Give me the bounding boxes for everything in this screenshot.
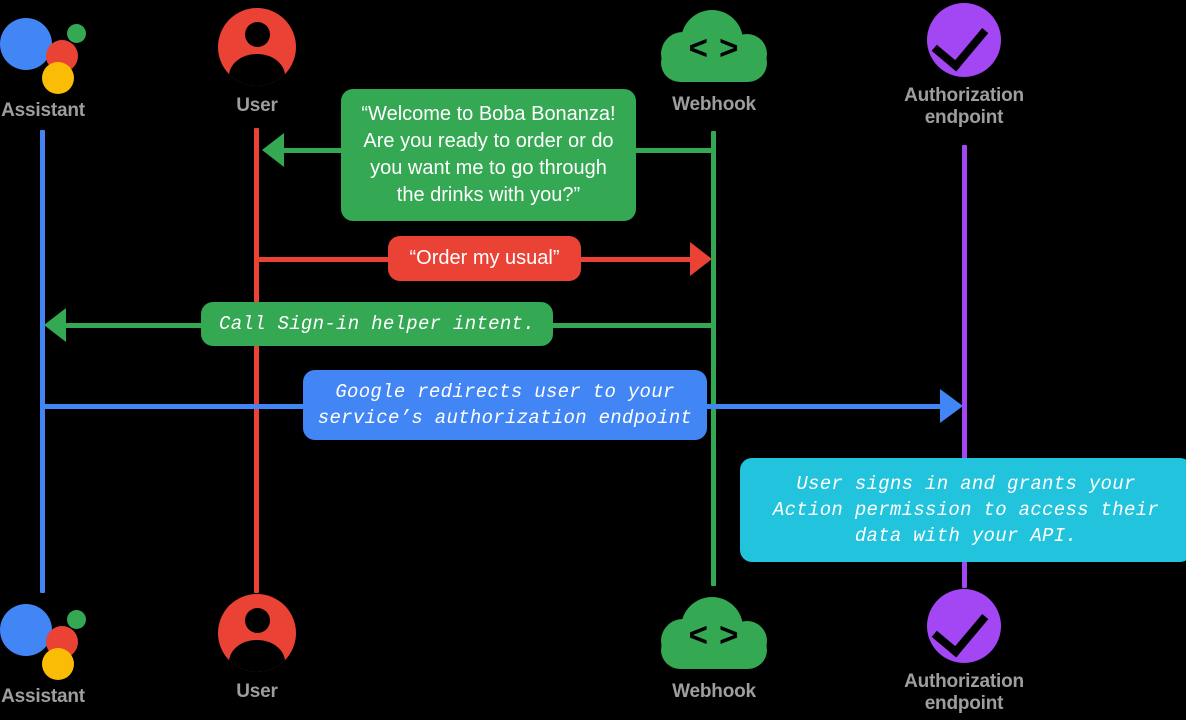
message-bubble-order: “Order my usual” [388, 236, 581, 281]
actor-webhook-top: < > Webhook [614, 10, 814, 116]
arrow-head-signin [44, 308, 66, 342]
user-head-shape [244, 22, 270, 47]
message-bubble-redirect: Google redirects user to your service’s … [303, 370, 707, 440]
note-text-user-signs-in: User signs in and grants your Action per… [772, 473, 1160, 547]
arrow-head-order [690, 242, 712, 276]
actor-user-bottom: User [157, 594, 357, 703]
assistant-dot-green [67, 610, 86, 629]
message-text-signin: Call Sign-in helper intent. [219, 313, 535, 335]
assistant-dot-blue [0, 18, 52, 70]
arrow-head-redirect [940, 389, 963, 423]
user-avatar-icon [218, 8, 296, 86]
message-bubble-signin: Call Sign-in helper intent. [201, 302, 553, 346]
actor-assistant-bottom: Assistant [0, 596, 143, 708]
google-assistant-icon [0, 596, 86, 680]
actor-webhook-bottom: < > Webhook [614, 597, 814, 703]
user-avatar-icon [218, 594, 296, 672]
message-bubble-welcome: “Welcome to Boba Bonanza! Are you ready … [341, 89, 636, 221]
assistant-dot-green [67, 24, 86, 43]
user-body-shape [229, 54, 285, 86]
purple-check-icon [927, 589, 1001, 663]
code-brackets-glyph: < > [688, 616, 740, 653]
actor-label-user-bottom: User [236, 681, 278, 702]
user-body-shape [229, 640, 285, 672]
code-brackets-glyph: < > [688, 29, 740, 66]
cloud-base [661, 44, 767, 82]
assistant-dot-yellow [42, 62, 74, 94]
arrow-head-welcome [262, 133, 284, 167]
message-text-order: “Order my usual” [409, 247, 560, 269]
actor-label-authorization-bottom: Authorization endpoint [904, 671, 1024, 715]
actor-label-assistant-bottom: Assistant [1, 686, 85, 707]
actor-user-top: User [157, 8, 357, 117]
actor-assistant-top: Assistant [0, 10, 143, 122]
note-bubble-user-signs-in: User signs in and grants your Action per… [740, 458, 1186, 562]
lifeline-user [254, 128, 259, 593]
actor-label-user-top: User [236, 95, 278, 116]
checkmark-shape [931, 12, 989, 72]
checkmark-shape [931, 598, 989, 658]
actor-label-assistant-top: Assistant [1, 100, 85, 121]
assistant-dot-yellow [42, 648, 74, 680]
actor-authorization-bottom: Authorization endpoint [864, 589, 1064, 716]
cloud-code-icon: < > [659, 10, 769, 88]
lifeline-authorization [962, 145, 967, 588]
actor-label-webhook-top: Webhook [672, 94, 756, 115]
cloud-code-icon: < > [659, 597, 769, 675]
lifeline-assistant [40, 130, 45, 593]
message-text-welcome: “Welcome to Boba Bonanza! Are you ready … [361, 103, 616, 206]
lifeline-webhook [711, 131, 716, 586]
assistant-dot-blue [0, 604, 52, 656]
cloud-base [661, 631, 767, 669]
user-head-shape [244, 608, 270, 633]
actor-label-webhook-bottom: Webhook [672, 681, 756, 702]
message-text-redirect: Google redirects user to your service’s … [317, 381, 693, 429]
purple-check-icon [927, 3, 1001, 77]
actor-label-authorization-top: Authorization endpoint [904, 85, 1024, 129]
google-assistant-icon [0, 10, 86, 94]
actor-authorization-top: Authorization endpoint [864, 3, 1064, 130]
